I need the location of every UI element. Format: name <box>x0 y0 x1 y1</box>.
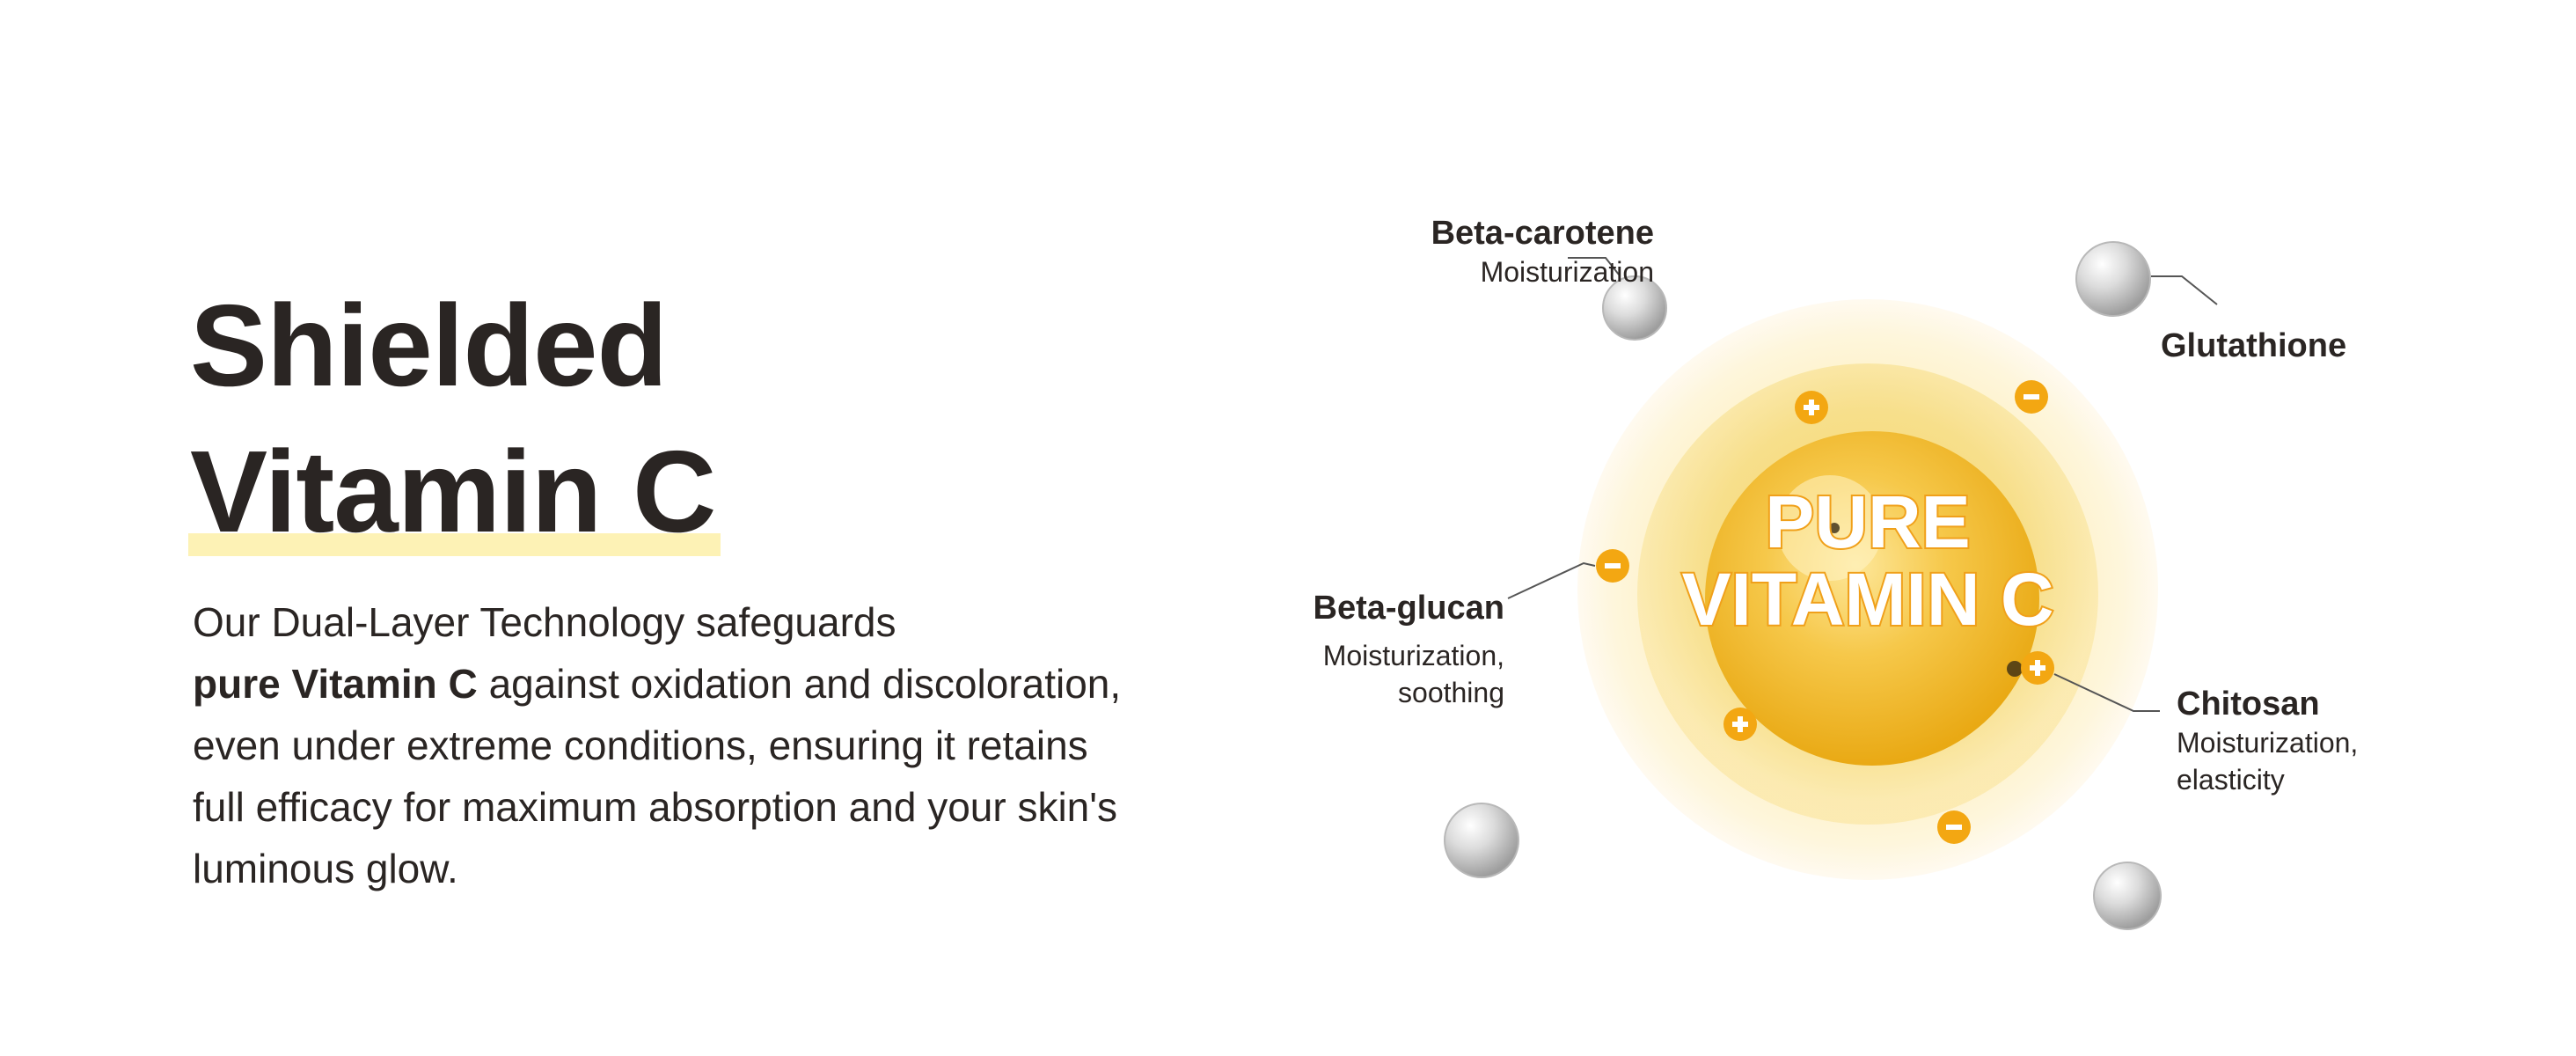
label-beta-glucan: Beta-glucan Moisturization, soothing <box>1313 590 1504 708</box>
title-line-1: Shielded <box>190 281 668 410</box>
hero-description: Our Dual-Layer Technology safeguards pur… <box>193 591 1125 899</box>
minus-icon <box>2015 380 2048 414</box>
core-label-line-2: VITAMIN C <box>1681 558 2053 641</box>
molecule-sphere-icon <box>1444 803 1519 878</box>
connector-glutathione <box>2151 275 2218 305</box>
minus-icon <box>1937 810 1971 844</box>
connector-beta-carotene <box>1568 257 1620 275</box>
connector-beta-glucan <box>1507 561 1596 599</box>
plus-icon <box>2021 651 2054 685</box>
vitamin-c-diagram: PURE VITAMIN C <box>1214 0 2576 1056</box>
core-label-line-1: PURE <box>1765 480 1970 563</box>
minus-icon <box>1596 549 1629 583</box>
plus-icon <box>1795 391 1828 424</box>
diagram-graphic: PURE VITAMIN C <box>1444 241 2218 930</box>
description-bold: pure Vitamin C <box>193 661 478 707</box>
description-lead: Our Dual-Layer Technology safeguards <box>193 599 896 645</box>
connector-chitosan <box>2053 673 2160 712</box>
description-rest: against oxidation and discoloration, eve… <box>193 661 1122 891</box>
title-line-2-highlighted: Vitamin C <box>187 419 721 565</box>
molecule-sphere-icon <box>2093 862 2162 930</box>
label-glutathione: Glutathione <box>2161 327 2347 364</box>
molecule-sphere-icon <box>2075 241 2151 317</box>
molecule-sphere-icon <box>1602 275 1667 341</box>
label-beta-carotene: Beta-carotene Moisturization <box>1431 215 1654 288</box>
hero-title: Shielded Vitamin C <box>187 273 721 565</box>
label-chitosan: Chitosan Moisturization, elasticity <box>2177 686 2359 796</box>
plus-icon <box>1723 708 1757 741</box>
